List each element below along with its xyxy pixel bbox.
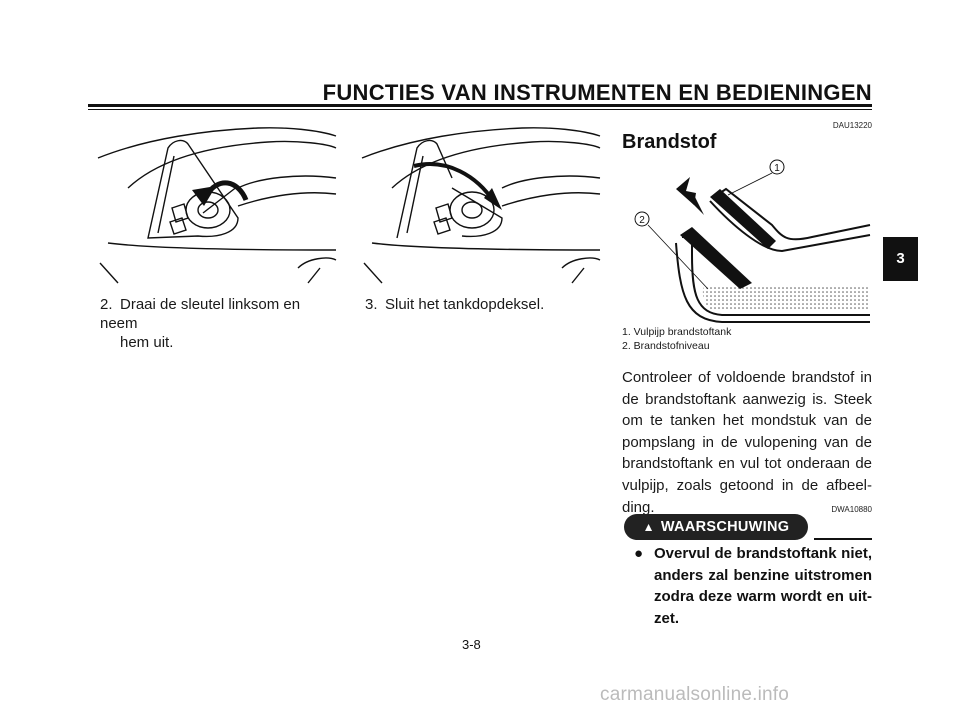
header-rule: [88, 104, 872, 107]
step-2: 2.Draai de sleutel linksom en neem hem u…: [100, 295, 340, 352]
step-3: 3. Sluit het tankdopdeksel.: [365, 295, 605, 314]
step-text-line1: Sluit het tankdopdeksel.: [385, 296, 545, 313]
step-text-line2: hem uit.: [120, 334, 174, 351]
warning-bullet-text: Overvul de brandstoftank niet, anders za…: [654, 545, 872, 627]
figure-key-removal: [97, 127, 337, 284]
page-number: 3-8: [462, 637, 481, 652]
figure-close-cap: [361, 127, 601, 284]
section-title: Brandstof: [622, 131, 717, 153]
warning-code: DWA10880: [831, 505, 872, 514]
warning-header: ▲ WAARSCHUWING: [622, 514, 872, 544]
warning-bullet: ● Overvul de brandstoftank niet, anders …: [634, 543, 872, 629]
bullet-dot-icon: ●: [634, 545, 644, 562]
figure-fuel-tank: 1 2: [634, 159, 871, 323]
callout-2: 2: [639, 215, 645, 226]
step-number: 2.: [100, 296, 113, 313]
body-paragraph: Controleer of voldoende brandstof in de …: [622, 369, 872, 516]
warning-underline: [814, 538, 872, 540]
page-header-title: FUNCTIES VAN INSTRUMENTEN EN BEDIENINGEN: [322, 80, 872, 105]
figure-caption-1: 1. Vulpijp brandstoftank: [622, 326, 732, 338]
step-text-line1: Draai de sleutel linksom en neem: [100, 296, 301, 332]
section-code: DAU13220: [832, 121, 872, 130]
warning-triangle-icon: ▲: [642, 520, 655, 534]
watermark: carmanualsonline.info: [600, 684, 790, 705]
header-rule-thin: [88, 109, 872, 110]
figure-caption-2: 2. Brandstofniveau: [622, 340, 710, 352]
warning-label: WAARSCHUWING: [660, 519, 790, 535]
callout-1: 1: [774, 163, 780, 174]
step-number: 3.: [365, 296, 378, 313]
chapter-tab: 3: [883, 237, 918, 281]
warning-badge: ▲ WAARSCHUWING: [624, 514, 808, 540]
